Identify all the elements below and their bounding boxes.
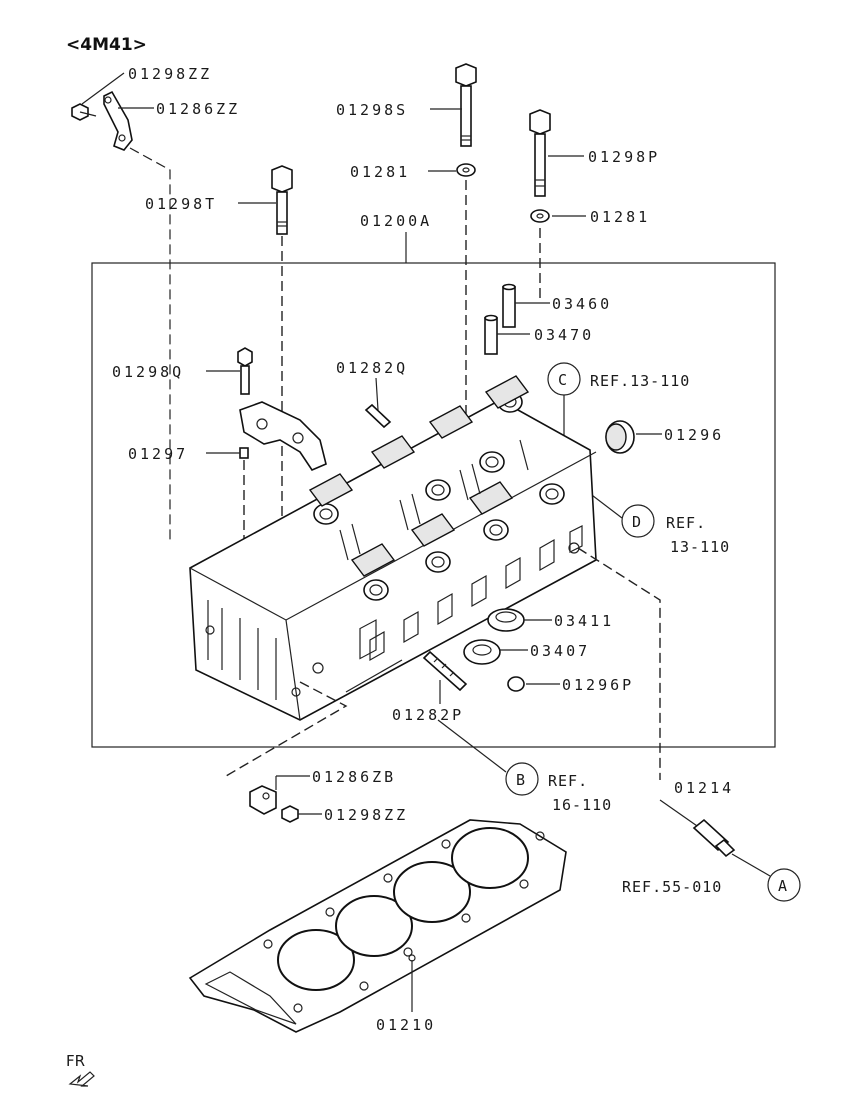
bracket-01286ZB[interactable] [249, 785, 277, 815]
leader-01282Q [375, 377, 379, 411]
bracket-01286ZZ[interactable] [103, 90, 133, 151]
guide-03470[interactable] [484, 314, 498, 355]
ref-a-text[interactable]: REF.55-010 [622, 878, 722, 896]
label-03407: 03407 [530, 642, 590, 660]
ref-d-text-1[interactable]: REF. [666, 514, 706, 532]
label-01298ZZ-bottom: 01298ZZ [324, 806, 408, 824]
ref-d-circle[interactable] [621, 504, 655, 538]
dashline-bracket [129, 147, 171, 540]
seal-03411[interactable] [487, 608, 525, 632]
head-gasket-01210[interactable] [188, 819, 567, 1033]
label-01286ZB: 01286ZB [312, 768, 396, 786]
stud-01282P[interactable] [422, 650, 468, 692]
label-03411: 03411 [554, 612, 614, 630]
bolt-01298S[interactable] [455, 63, 477, 147]
dashline-bracket-lower [225, 681, 348, 777]
label-03470: 03470 [534, 326, 594, 344]
diagram-title: <4M41> [66, 35, 147, 55]
assembly-frame [91, 262, 776, 748]
label-01296P: 01296P [562, 676, 634, 694]
washer-01281-a[interactable] [456, 163, 476, 177]
ref-c-text[interactable]: REF.13-110 [590, 372, 690, 390]
ref-a-letter: A [778, 877, 787, 895]
cylinder-head [189, 375, 597, 721]
label-01286ZZ: 01286ZZ [156, 100, 240, 118]
plug-01296P[interactable] [507, 676, 525, 692]
seal-03407[interactable] [463, 639, 501, 665]
bolt-01298ZZ-top[interactable] [71, 103, 97, 121]
label-01282P: 01282P [392, 706, 464, 724]
fr-label: FR [66, 1052, 85, 1070]
label-01281-a: 01281 [350, 163, 410, 181]
leader-01214 [659, 799, 701, 829]
leader-ref-b [437, 719, 507, 773]
bolt-01298Q[interactable] [237, 347, 253, 395]
label-01210: 01210 [376, 1016, 436, 1034]
ref-b-letter: B [516, 771, 525, 789]
ref-c-letter: C [558, 371, 567, 389]
leader-ref-a [731, 853, 771, 877]
bolt-01298P[interactable] [529, 109, 551, 197]
sensor-01214[interactable] [692, 818, 736, 858]
label-01281-b: 01281 [590, 208, 650, 226]
label-01296: 01296 [664, 426, 724, 444]
ref-d-letter: D [632, 513, 641, 531]
label-01282Q: 01282Q [336, 359, 408, 377]
label-01214: 01214 [674, 779, 734, 797]
ref-d-text-2[interactable]: 13-110 [670, 538, 730, 556]
label-01298Q: 01298Q [112, 363, 184, 381]
pin-01282Q[interactable] [364, 403, 392, 429]
pin-01297[interactable] [239, 447, 249, 459]
label-01298T: 01298T [145, 195, 217, 213]
ref-b-text-1[interactable]: REF. [548, 772, 588, 790]
fr-arrow-icon [68, 1071, 95, 1087]
plug-01296[interactable] [605, 420, 635, 454]
ref-b-text-2[interactable]: 16-110 [552, 796, 612, 814]
ref-b-circle[interactable] [505, 762, 539, 796]
label-01298S: 01298S [336, 101, 408, 119]
ref-a-circle[interactable] [767, 868, 801, 902]
label-01298ZZ-top: 01298ZZ [128, 65, 212, 83]
dashline-sensor [577, 547, 661, 780]
label-03460: 03460 [552, 295, 612, 313]
leader-head-stud [345, 659, 403, 693]
label-01200A: 01200A [360, 212, 432, 230]
label-01297: 01297 [128, 445, 188, 463]
bolt-01298ZZ-bottom[interactable] [281, 805, 299, 823]
leader-01298ZZ-top [81, 72, 125, 105]
rocker-bracket [239, 401, 327, 471]
bolt-01298T[interactable] [271, 165, 293, 235]
label-01298P: 01298P [588, 148, 660, 166]
guide-03460[interactable] [502, 283, 516, 328]
washer-01281-b[interactable] [530, 209, 550, 223]
